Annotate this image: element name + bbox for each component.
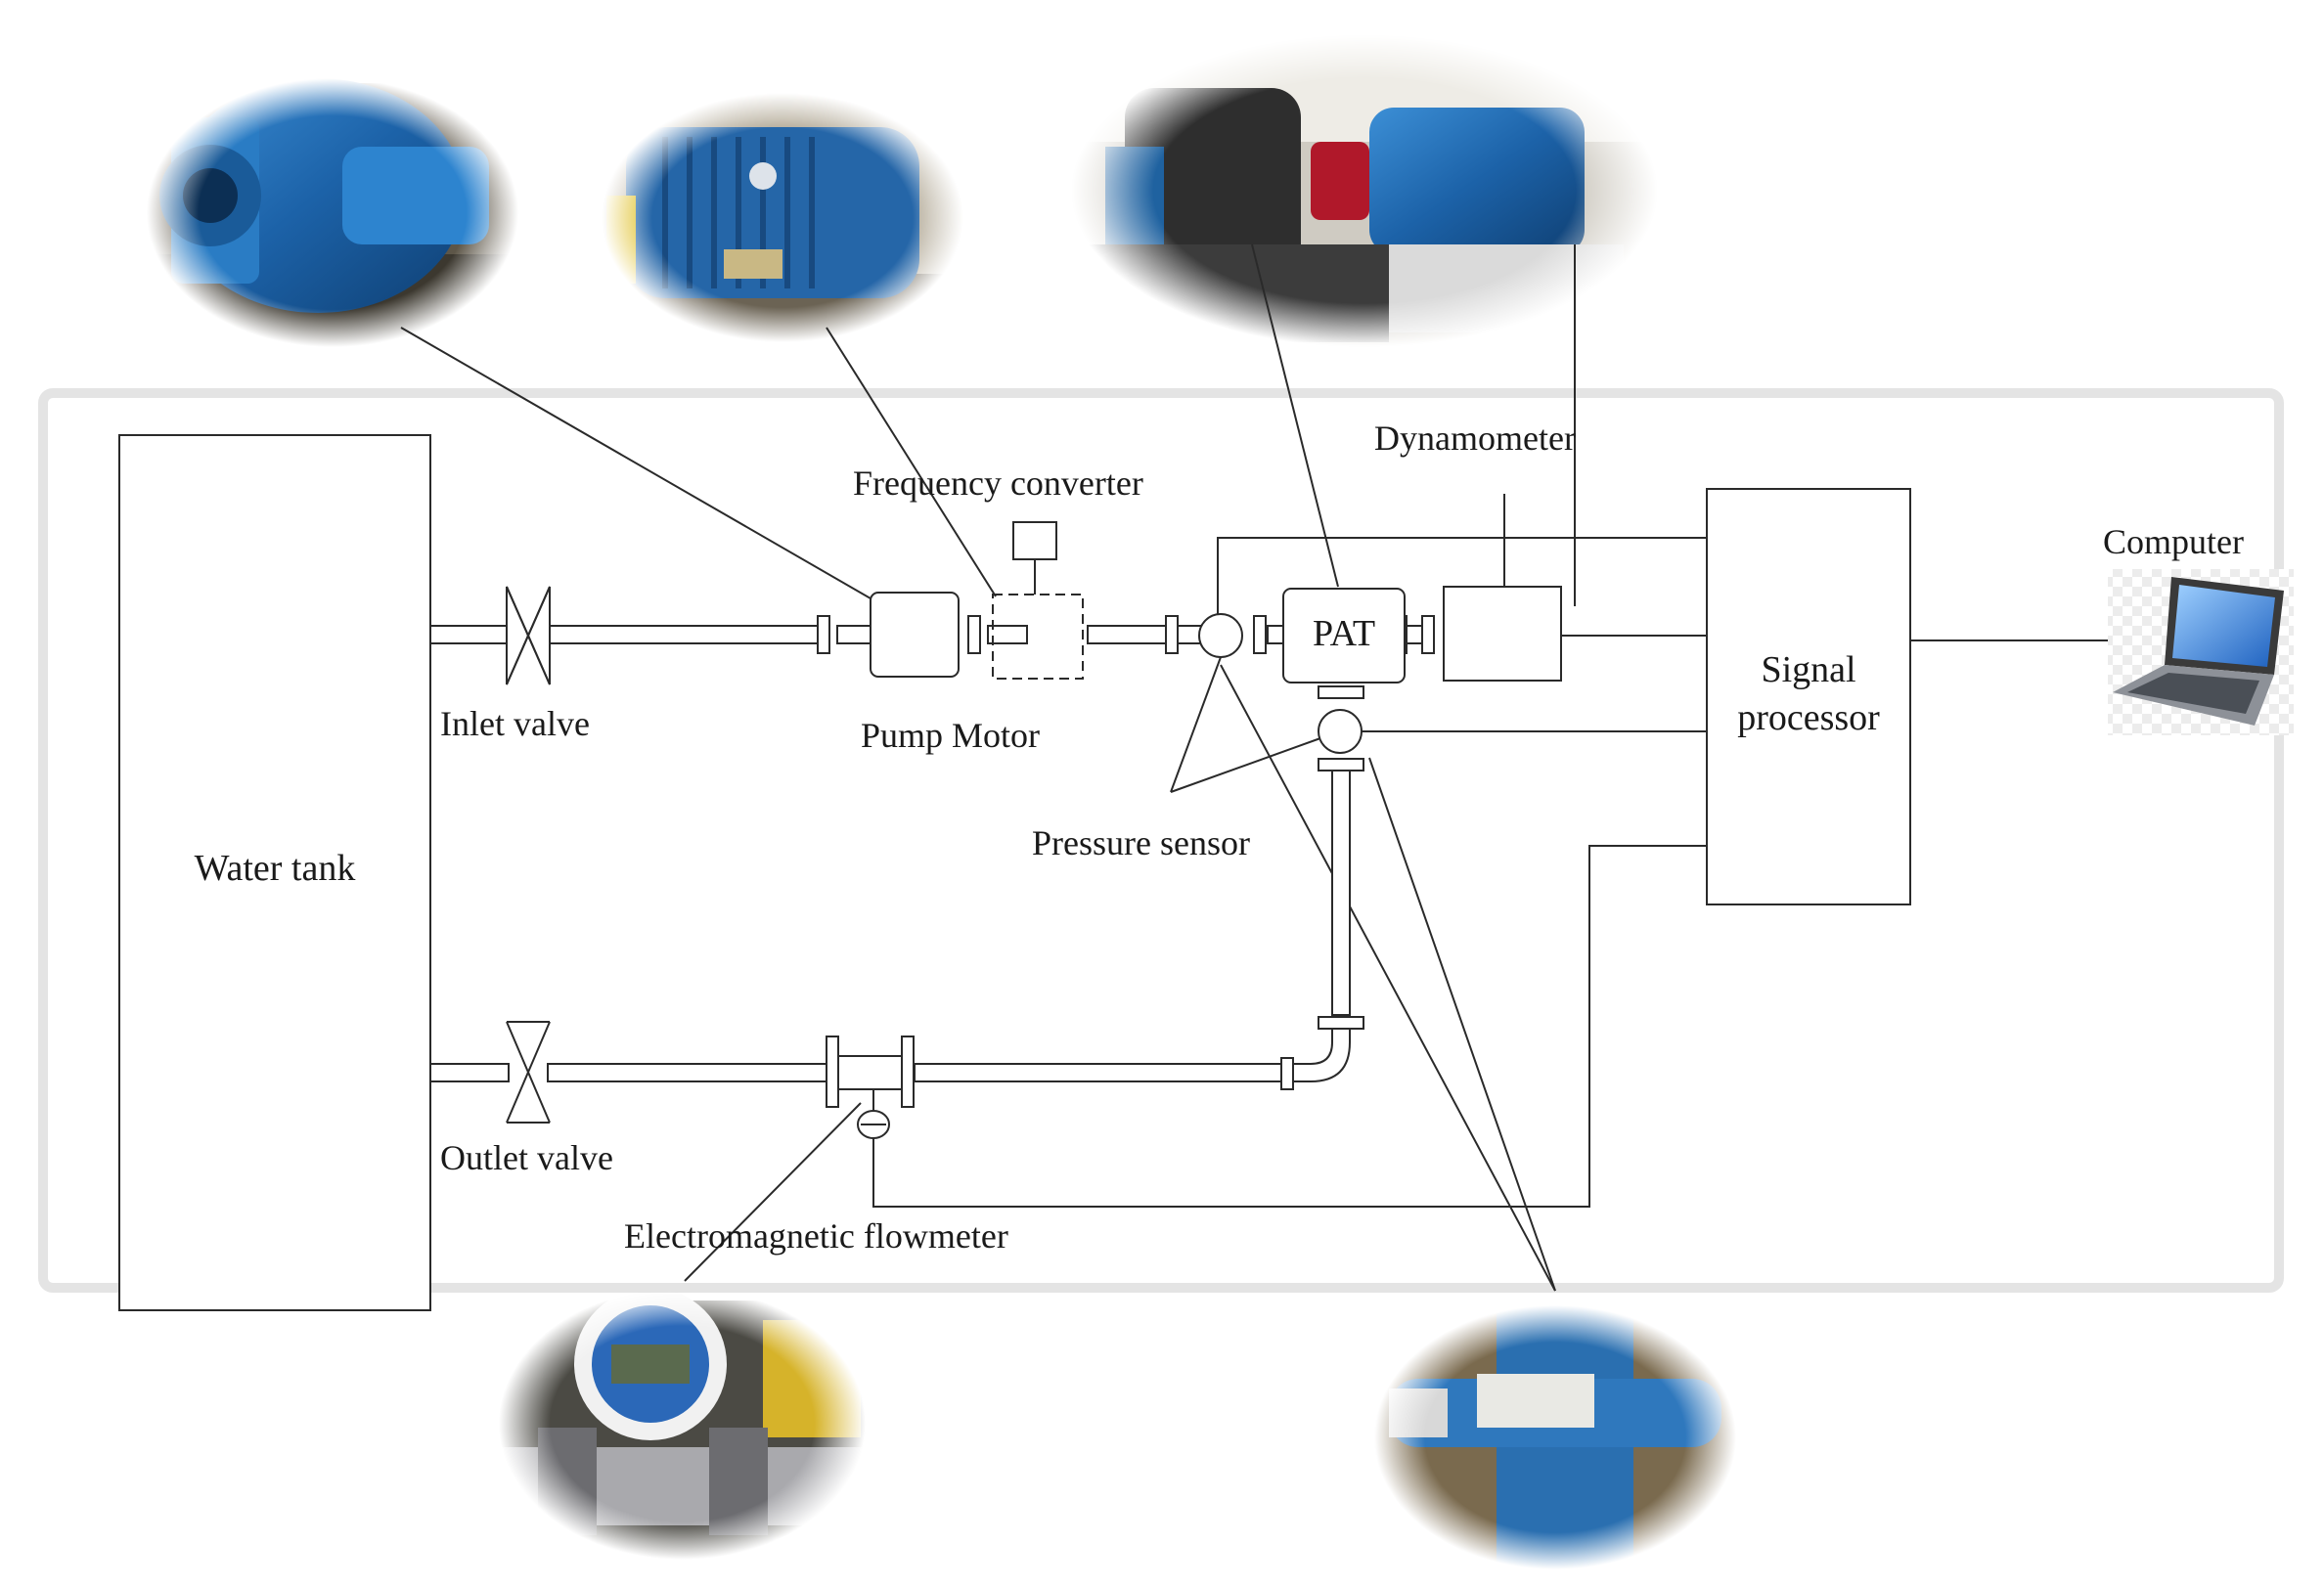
signal-processor-label-2: processor xyxy=(1737,697,1880,738)
pat-label: PAT xyxy=(1313,613,1375,654)
diagram-frame xyxy=(38,388,2284,1293)
water-tank xyxy=(118,434,431,1311)
laptop-icon xyxy=(2108,569,2294,735)
outlet-elbow xyxy=(1292,1028,1351,1082)
piping xyxy=(429,625,1435,1082)
photo-callout-lines xyxy=(400,243,1576,1292)
dynamometer-symbol xyxy=(1443,586,1562,682)
signal-wires xyxy=(872,537,2113,1208)
pat-test-rig-photo xyxy=(1071,34,1658,347)
dynamometer-label: Dynamometer xyxy=(1374,419,1576,458)
water-tank-label: Water tank xyxy=(195,848,356,889)
pressure-sensor-pointers xyxy=(1170,656,1321,793)
inlet-valve-symbol xyxy=(506,586,551,685)
pump-symbol xyxy=(870,592,960,678)
computer-label: Computer xyxy=(2103,522,2244,561)
pressure-sensor-photo xyxy=(1374,1305,1736,1569)
inlet-valve-label: Inlet valve xyxy=(440,704,590,743)
pat-symbol xyxy=(1282,588,1406,683)
signal-processor-label-1: Signal xyxy=(1761,649,1855,690)
outlet-valve-label: Outlet valve xyxy=(440,1138,613,1177)
pressure-sensor-label: Pressure sensor xyxy=(1032,823,1250,862)
frequency-converter-symbol xyxy=(1012,521,1057,560)
flowmeter-body xyxy=(837,1055,903,1090)
outlet-valve-symbol xyxy=(506,1021,551,1124)
pump-photo xyxy=(147,78,518,347)
flowmeter-photo xyxy=(499,1288,866,1560)
outlet-pressure-sensor xyxy=(1318,709,1363,754)
pump-motor-label: Pump Motor xyxy=(861,716,1040,755)
motor-symbol xyxy=(992,594,1084,680)
motor-photo xyxy=(602,93,963,342)
electromagnetic-flowmeter-label: Electromagnetic flowmeter xyxy=(624,1216,1008,1256)
signal-processor xyxy=(1706,488,1911,905)
frequency-converter-label: Frequency converter xyxy=(853,463,1143,503)
inlet-pressure-sensor xyxy=(1198,613,1243,658)
